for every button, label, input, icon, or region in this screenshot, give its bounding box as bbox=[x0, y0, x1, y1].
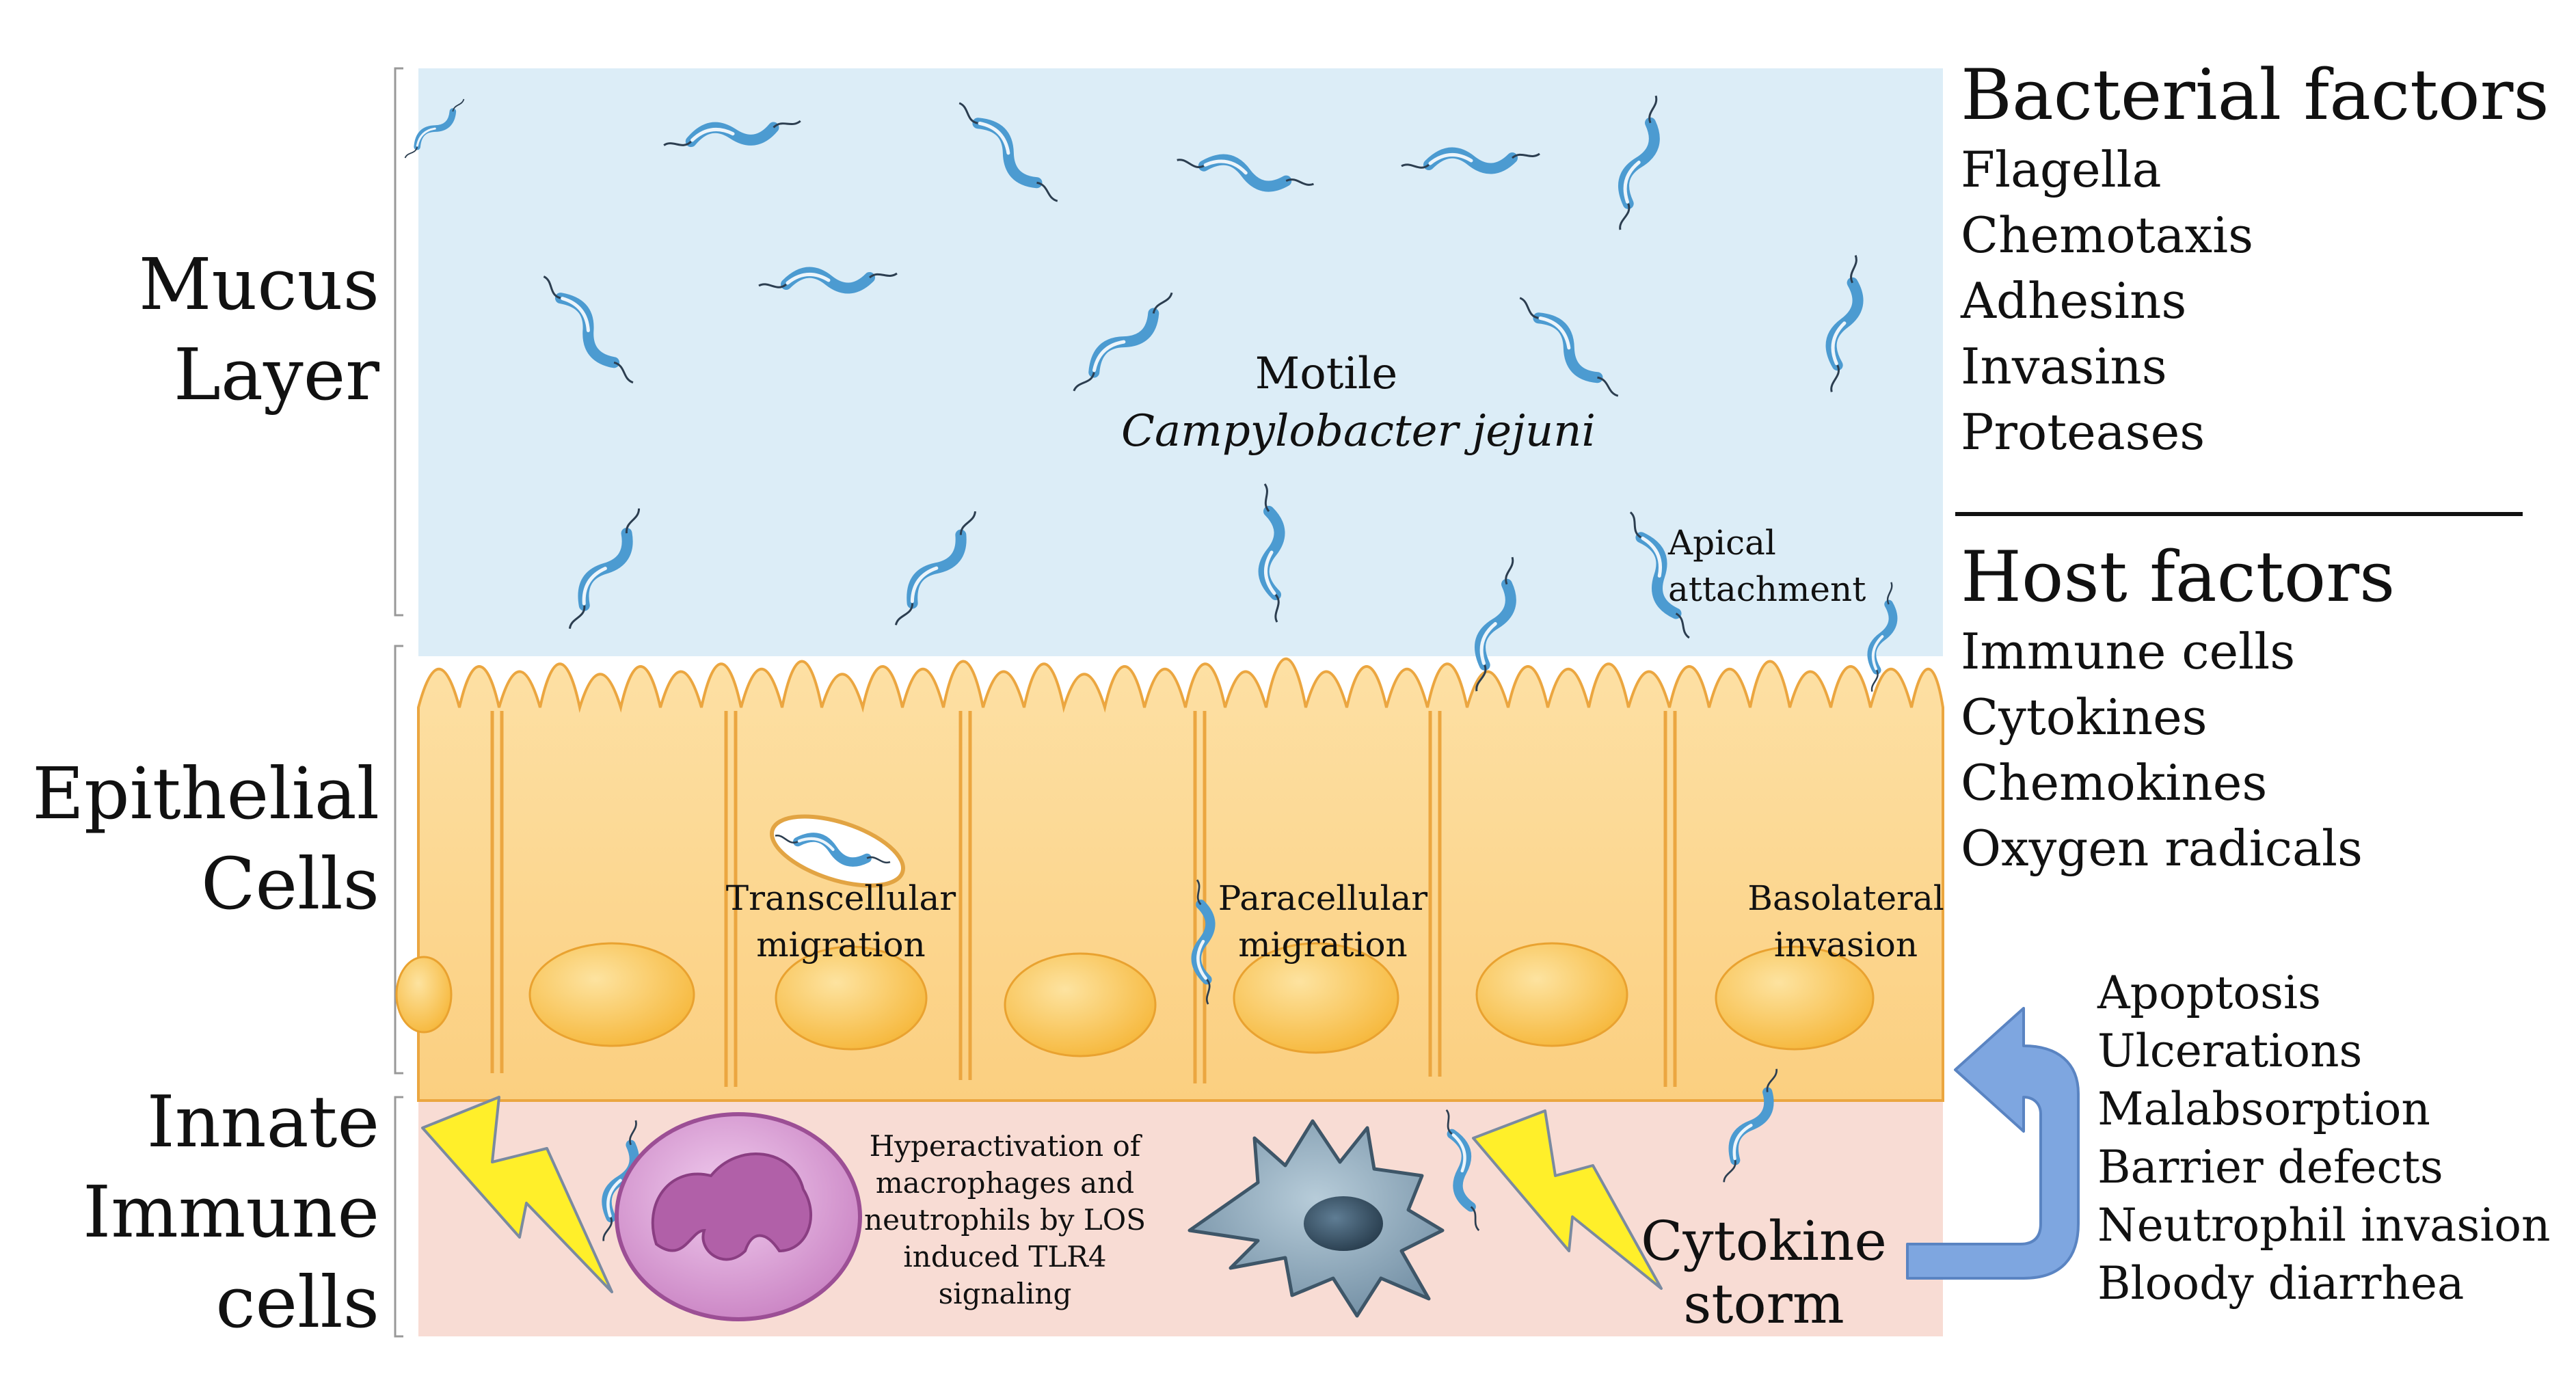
paracellular-line2: migration bbox=[1238, 925, 1408, 965]
epithelial-nuclei bbox=[395, 942, 1875, 1057]
epithelial-label-line1: Epithelial bbox=[32, 752, 379, 835]
mucus-label-line1: Mucus bbox=[138, 243, 379, 326]
bacterial-factor-item: Invasins bbox=[1961, 338, 2167, 395]
mucus-layer bbox=[418, 68, 1943, 656]
hyperactivation-line1: Hyperactivation of bbox=[869, 1129, 1141, 1163]
bacterial-factor-item: Adhesins bbox=[1961, 272, 2187, 329]
basolateral-line1: Basolateral bbox=[1747, 878, 1944, 918]
feedback-arrow bbox=[1906, 1007, 2080, 1280]
apical-line2: attachment bbox=[1668, 569, 1866, 609]
transcellular-line1: Transcellular bbox=[725, 878, 956, 918]
bacterial-factors-panel: Bacterial factors Flagella Chemotaxis Ad… bbox=[1961, 55, 2549, 465]
hyperactivation-line5: signaling bbox=[938, 1277, 1072, 1310]
host-factor-item: Chemokines bbox=[1961, 754, 2268, 811]
host-factor-item: Cytokines bbox=[1961, 688, 2208, 746]
mucus-label-line2: Layer bbox=[173, 333, 379, 416]
hyperactivation-line3: neutrophils by LOS bbox=[864, 1203, 1146, 1237]
innate-immune-cells-label: Innate Immune cells bbox=[0, 1077, 379, 1364]
macrophage bbox=[1188, 1119, 1445, 1318]
effect-item: Malabsorption bbox=[2097, 1083, 2430, 1135]
clinical-effects-list: Apoptosis Ulcerations Malabsorption Barr… bbox=[2097, 964, 2551, 1312]
effect-item: Apoptosis bbox=[2097, 967, 2322, 1019]
hyperactivation-line2: macrophages and bbox=[875, 1166, 1135, 1200]
immune-label-line2: Immune bbox=[83, 1170, 379, 1254]
immune-label-line3: cells bbox=[215, 1260, 379, 1344]
effect-item: Neutrophil invasion bbox=[2097, 1199, 2551, 1252]
hyperactivation-line4: induced TLR4 bbox=[903, 1240, 1107, 1273]
motile-caption: Motile Campylobacter jejuni bbox=[1121, 345, 1596, 460]
immune-label-line1: Innate bbox=[146, 1080, 379, 1163]
host-factors-panel: Host factors Immune cells Cytokines Chem… bbox=[1961, 537, 2395, 881]
mucus-layer-label: Mucus Layer bbox=[0, 239, 379, 444]
cytokine-storm-line1: Cytokine bbox=[1641, 1209, 1887, 1273]
apical-line1: Apical bbox=[1668, 523, 1776, 563]
transcellular-caption: Transcellular migration bbox=[711, 875, 971, 968]
epithelial-cells-label: Epithelial Cells bbox=[0, 749, 379, 954]
hyperactivation-caption: Hyperactivation of macrophages and neutr… bbox=[848, 1128, 1162, 1312]
bacterium-vacuole bbox=[770, 814, 905, 888]
basolateral-caption: Basolateral invasion bbox=[1723, 875, 1969, 968]
bacterial-factors-list: Flagella Chemotaxis Adhesins Invasins Pr… bbox=[1961, 137, 2549, 465]
bacterial-factor-item: Chemotaxis bbox=[1961, 206, 2254, 264]
cell-borders bbox=[490, 711, 1677, 1087]
bacterial-factors-heading: Bacterial factors bbox=[1961, 55, 2549, 136]
host-factors-heading: Host factors bbox=[1961, 537, 2396, 618]
paracellular-line1: Paracellular bbox=[1218, 878, 1428, 918]
motile-line2: Campylobacter jejuni bbox=[1121, 406, 1596, 457]
epithelial-label-line2: Cells bbox=[200, 842, 379, 926]
bacterial-factor-item: Proteases bbox=[1961, 403, 2205, 461]
host-factor-item: Immune cells bbox=[1961, 623, 2296, 680]
layer-brackets bbox=[394, 67, 403, 1338]
clinical-effects-panel: Apoptosis Ulcerations Malabsorption Barr… bbox=[2097, 964, 2551, 1312]
cytokine-storm-caption: Cytokine storm bbox=[1634, 1210, 1894, 1336]
apical-attachment-caption: Apical attachment bbox=[1668, 520, 1928, 612]
effect-item: Bloody diarrhea bbox=[2097, 1257, 2465, 1310]
bacterial-factor-item: Flagella bbox=[1961, 141, 2162, 198]
lightning-bolts bbox=[421, 1096, 1663, 1293]
effect-item: Barrier defects bbox=[2097, 1141, 2443, 1194]
effect-item: Ulcerations bbox=[2097, 1025, 2363, 1077]
transcellular-line2: migration bbox=[756, 925, 926, 965]
motile-line1: Motile bbox=[1255, 349, 1398, 399]
paracellular-caption: Paracellular migration bbox=[1193, 875, 1453, 968]
host-factors-list: Immune cells Cytokines Chemokines Oxygen… bbox=[1961, 619, 2395, 881]
cytokine-storm-line2: storm bbox=[1683, 1272, 1844, 1336]
neutrophil bbox=[615, 1112, 862, 1321]
basolateral-line2: invasion bbox=[1773, 925, 1918, 965]
host-factor-item: Oxygen radicals bbox=[1961, 820, 2363, 877]
